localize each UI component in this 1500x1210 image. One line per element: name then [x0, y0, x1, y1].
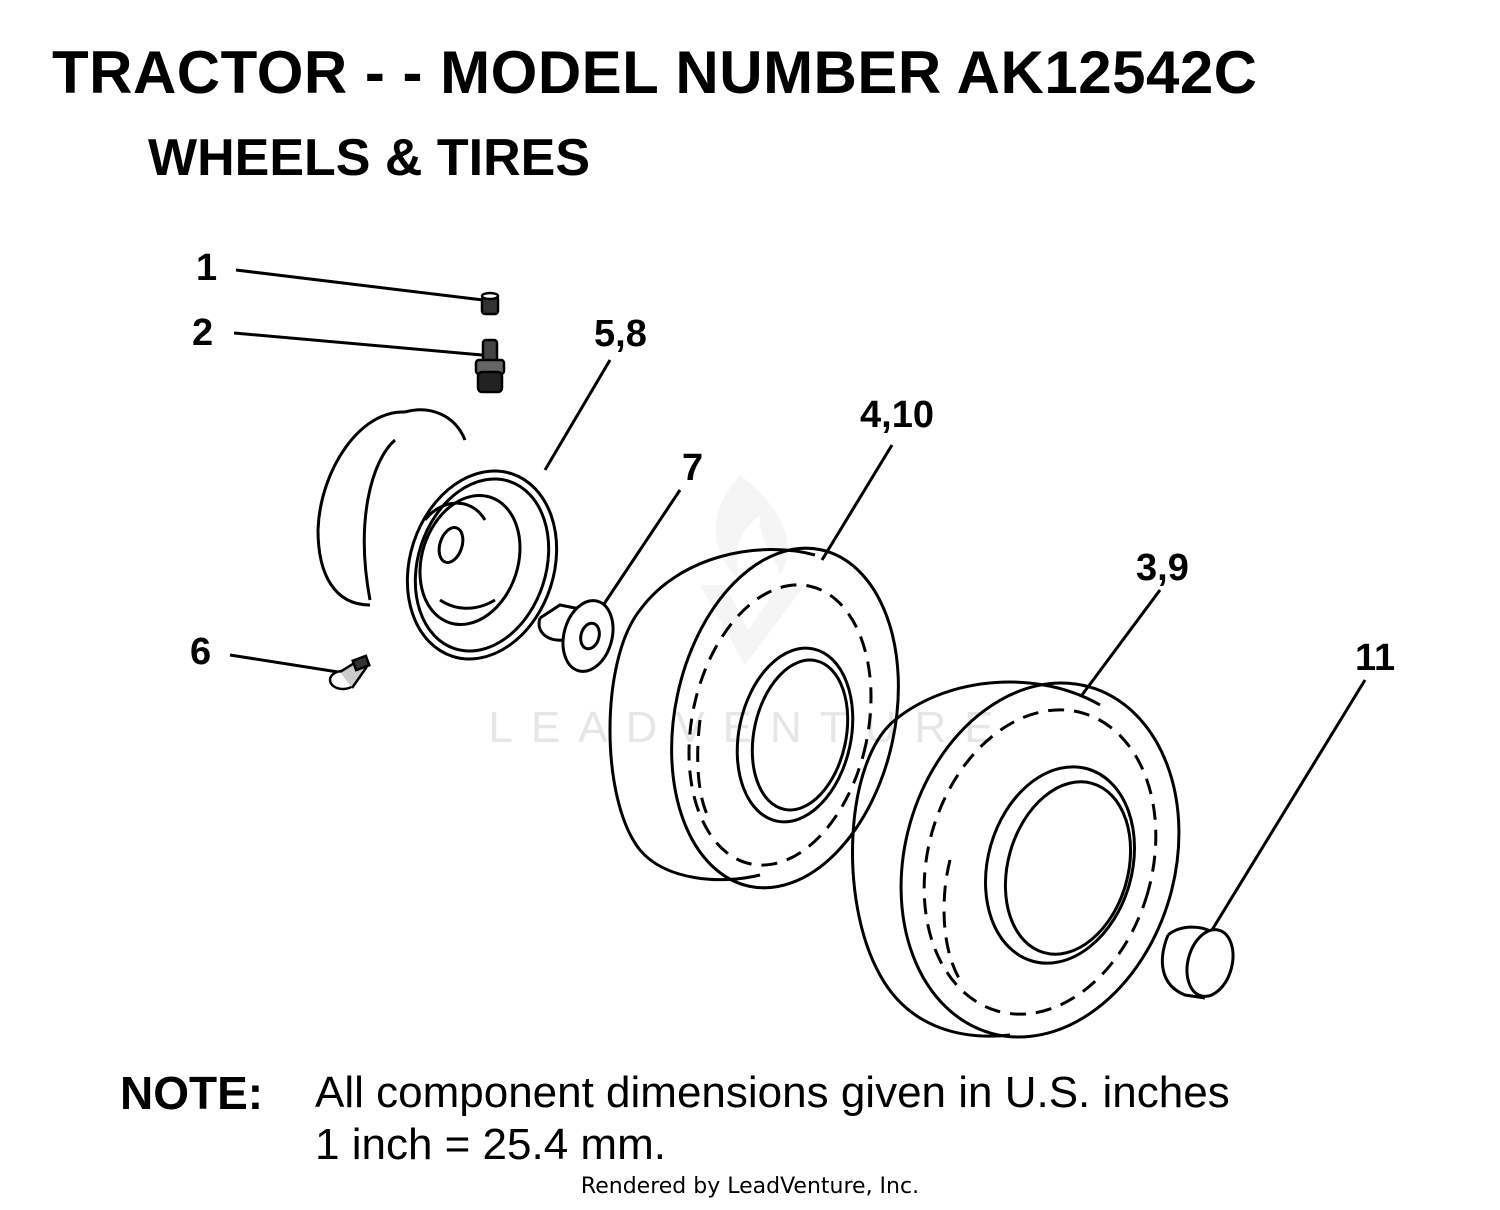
note-dimensions-text: All component dimensions given in U.S. i…	[315, 1068, 1230, 1117]
leader-line-410	[820, 444, 894, 561]
section-subtitle: WHEELS & TIRES	[148, 129, 591, 187]
leader-line-6	[229, 653, 339, 674]
leader-line-39	[1080, 589, 1162, 696]
leader-line-11	[1210, 679, 1367, 931]
fitting-part	[328, 654, 371, 691]
wheel-rim-part	[316, 408, 559, 661]
leader-line-2	[233, 331, 483, 357]
note-label: NOTE:	[120, 1067, 264, 1119]
leader-line-7	[598, 489, 682, 611]
valve-stem-part	[474, 338, 506, 394]
bearing-part	[1160, 925, 1235, 1000]
note-conversion-text: 1 inch = 25.4 mm.	[315, 1120, 666, 1169]
page-title: TRACTOR - - MODEL NUMBER AK12542C	[52, 39, 1258, 106]
watermark-logo	[700, 475, 805, 665]
callout-11: 11	[1355, 637, 1395, 679]
front-tire-part	[608, 546, 900, 890]
callout-3-9: 3,9	[1136, 547, 1189, 589]
leader-line-1	[235, 268, 484, 302]
callout-7: 7	[682, 447, 703, 489]
valve-cap-part	[480, 291, 500, 316]
callout-4-10: 4,10	[860, 394, 934, 436]
leader-line-58	[543, 359, 612, 471]
callout-1: 1	[196, 247, 217, 289]
footer-credit: Rendered by LeadVenture, Inc.	[580, 1174, 920, 1199]
callout-6: 6	[190, 631, 211, 673]
rear-tire-part	[851, 680, 1181, 1039]
bushing-part	[537, 599, 615, 673]
watermark-text: LEADVENTURE	[488, 703, 1011, 752]
callout-2: 2	[192, 312, 213, 354]
callout-5-8: 5,8	[594, 313, 647, 355]
